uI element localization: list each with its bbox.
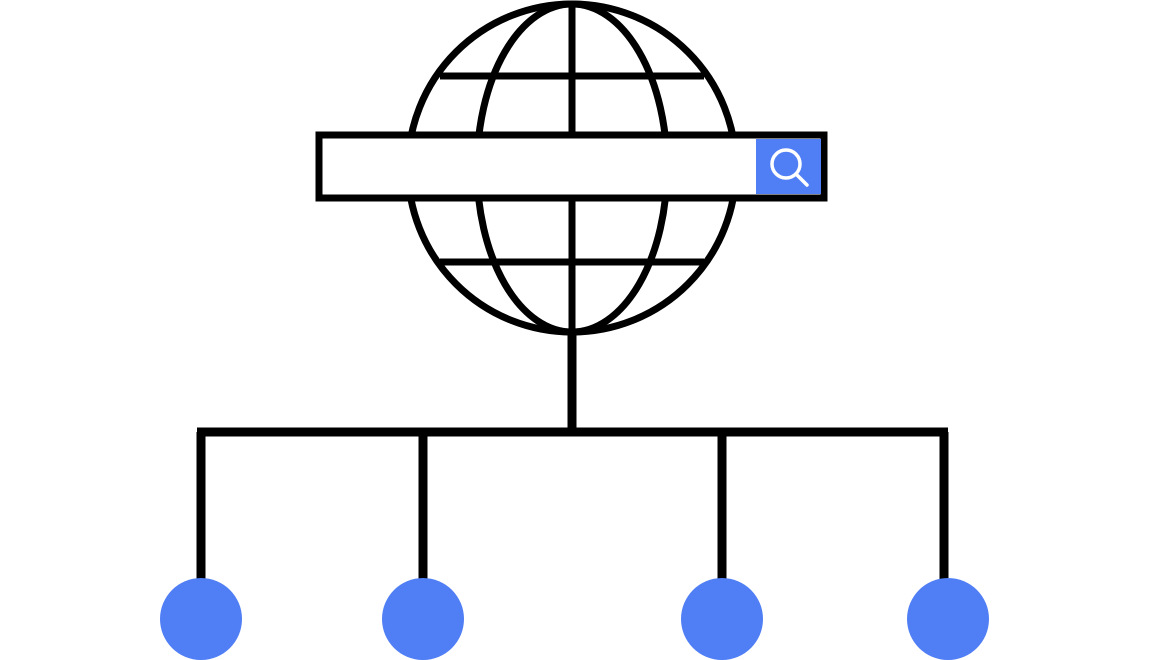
search-input[interactable] bbox=[315, 131, 828, 202]
network-node-4 bbox=[907, 578, 989, 660]
network-node-3 bbox=[681, 578, 763, 660]
network-lines bbox=[196, 332, 949, 582]
search-button-background bbox=[756, 139, 821, 194]
network-nodes bbox=[160, 578, 989, 660]
search-button[interactable] bbox=[756, 139, 821, 194]
search-icon bbox=[770, 148, 809, 187]
search-bar bbox=[315, 131, 828, 202]
network-node-1 bbox=[160, 578, 242, 660]
network-node-2 bbox=[382, 578, 464, 660]
